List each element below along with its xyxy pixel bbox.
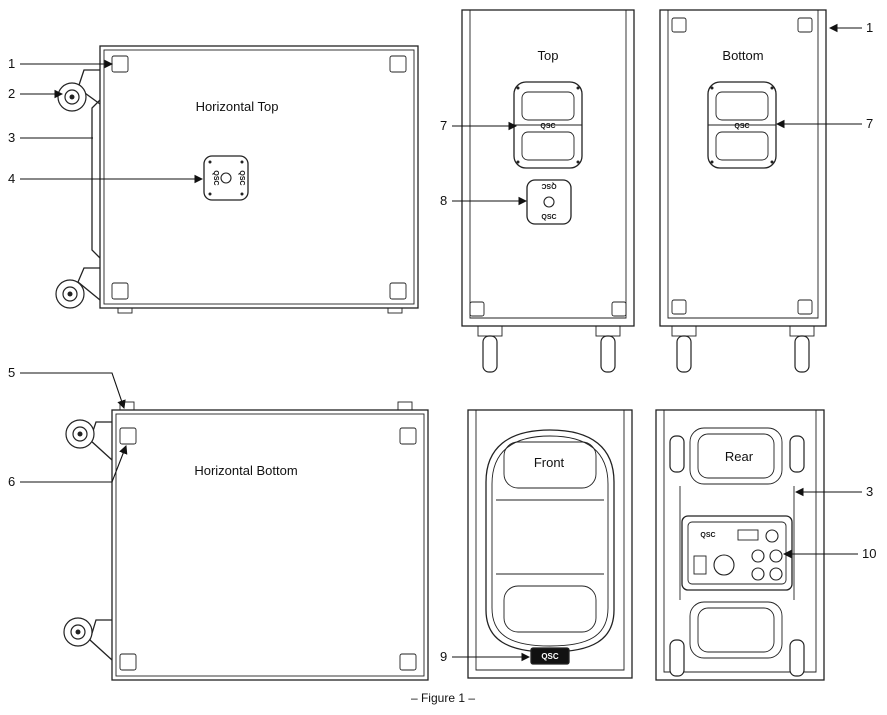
callout-8: 8 xyxy=(440,193,447,208)
logo-text: QSC xyxy=(238,170,245,185)
callout-10: 10 xyxy=(862,546,876,561)
callout-5: 5 xyxy=(8,365,15,380)
top-view: QSC QSC QSC Top xyxy=(461,9,635,373)
callout-6: 6 xyxy=(8,474,15,489)
horizontal-top-view: QSC QSC Horizontal Top xyxy=(55,45,419,314)
callout-7: 7 xyxy=(440,118,447,133)
callout-3: 3 xyxy=(8,130,15,145)
callout-7: 7 xyxy=(866,116,873,131)
callout-1: 1 xyxy=(8,56,15,71)
view-label-rear: Rear xyxy=(725,449,754,464)
view-label-horizontal-top: Horizontal Top xyxy=(196,99,279,114)
horizontal-bottom-view: Horizontal Bottom xyxy=(63,401,429,681)
callout-9: 9 xyxy=(440,649,447,664)
logo-text: QSC xyxy=(540,123,555,130)
view-label-horizontal-bottom: Horizontal Bottom xyxy=(194,463,297,478)
callout-2: 2 xyxy=(8,86,15,101)
figure-caption: – Figure 1 – xyxy=(411,691,475,705)
view-label-top: Top xyxy=(538,48,559,63)
callouts: 1 2 3 4 1 7 7 8 5 6 3 10 9 xyxy=(8,20,876,664)
logo-text: QSC xyxy=(541,214,556,221)
rear-view: QSC Rear xyxy=(655,409,825,681)
front-badge-logo: QSC xyxy=(541,652,559,661)
callout-1: 1 xyxy=(866,20,873,35)
callout-3: 3 xyxy=(866,484,873,499)
callout-4: 4 xyxy=(8,171,15,186)
front-view: QSC Front xyxy=(467,409,633,679)
bottom-view: QSC Bottom xyxy=(659,9,827,373)
view-label-front: Front xyxy=(534,455,565,470)
amp-panel-logo: QSC xyxy=(700,532,715,539)
logo-text: QSC xyxy=(541,182,556,189)
logo-text: QSC xyxy=(212,170,219,185)
logo-text: QSC xyxy=(734,123,749,130)
view-label-bottom: Bottom xyxy=(722,48,763,63)
